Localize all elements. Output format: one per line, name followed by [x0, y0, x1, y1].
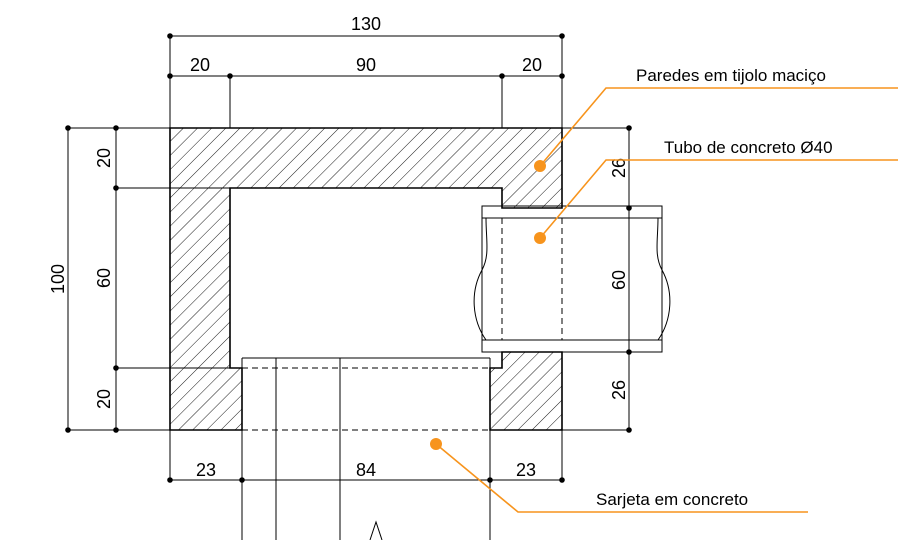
dim-bottom-left: 23	[196, 460, 216, 480]
dim-left-bottom: 20	[94, 389, 114, 409]
dim-top-right: 20	[522, 55, 542, 75]
label-walls: Paredes em tijolo maciço	[636, 66, 826, 85]
dim-bottom-right: 23	[516, 460, 536, 480]
leader-dot-gutter	[430, 438, 442, 450]
label-gutter: Sarjeta em concreto	[596, 490, 748, 509]
dim-right-mid: 60	[609, 270, 629, 290]
brick-walls	[169, 127, 563, 431]
leader-dot-pipe	[534, 232, 546, 244]
callout-pipe: Tubo de concreto Ø40	[534, 138, 898, 244]
wall-hatch-right-lower	[490, 352, 562, 430]
wall-hatch	[170, 128, 562, 430]
right-dimensions: 26 60 26	[562, 125, 632, 433]
dim-left-total: 100	[48, 264, 68, 294]
callouts: Paredes em tijolo maciço Tubo de concret…	[430, 66, 898, 513]
leader-dot-walls	[534, 160, 546, 172]
dim-top-mid: 90	[356, 55, 376, 75]
dim-left-mid: 60	[94, 268, 114, 288]
leader-pipe	[539, 159, 898, 239]
dim-bottom-mid: 84	[356, 460, 376, 480]
concrete-gutter	[241, 357, 491, 540]
dim-right-bottom: 26	[609, 380, 629, 400]
dim-top-total: 130	[351, 14, 381, 34]
left-dimensions: 100 20 60 20	[48, 125, 230, 433]
concrete-pipe	[473, 205, 671, 353]
dim-left-top: 20	[94, 148, 114, 168]
label-pipe: Tubo de concreto Ø40	[664, 138, 833, 157]
dim-right-top: 26	[609, 158, 629, 178]
top-dimensions: 130 20 90 20	[167, 14, 565, 128]
callout-gutter: Sarjeta em concreto	[430, 438, 808, 513]
leader-walls	[539, 87, 898, 167]
callout-walls: Paredes em tijolo maciço	[534, 66, 898, 172]
leader-gutter	[435, 443, 808, 513]
dim-top-left: 20	[190, 55, 210, 75]
bottom-dimensions: 23 84 23	[167, 430, 565, 483]
